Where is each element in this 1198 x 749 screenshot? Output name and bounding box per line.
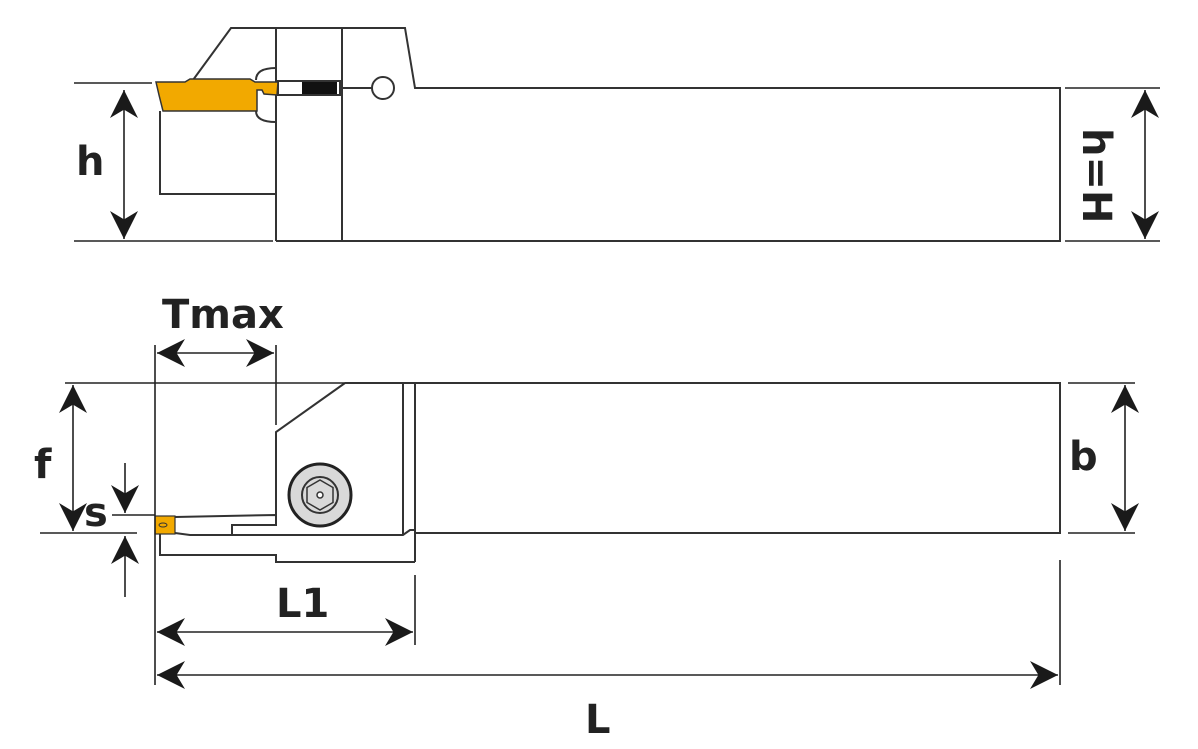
head-chamfer [275, 382, 346, 515]
holder-head-outline [192, 27, 1061, 242]
insert [154, 515, 176, 535]
s-label: s [84, 490, 108, 536]
f-label: f [34, 442, 52, 488]
h-label: h [76, 139, 104, 185]
blade-support-outline [159, 533, 415, 563]
blade-outline [159, 111, 276, 195]
b-label: b [1069, 434, 1098, 480]
blade [174, 514, 277, 536]
h-equals-H-label: h=H [1073, 128, 1119, 223]
l-label: L [585, 697, 611, 743]
l1-label: L1 [276, 581, 329, 627]
blade-bottom [232, 529, 415, 536]
clamp-screw [287, 462, 353, 528]
side-view: f s Tmax b L1 L [34, 292, 1139, 743]
insert-hole [158, 522, 168, 528]
clamp-relief [255, 67, 277, 123]
top-view: h h=H [74, 27, 1160, 242]
shank-outline [345, 382, 1061, 534]
insert [155, 78, 279, 112]
tmax-label: Tmax [162, 292, 284, 338]
pin-head [371, 76, 395, 100]
pin-band [302, 82, 337, 94]
hex-socket-icon [306, 479, 334, 511]
